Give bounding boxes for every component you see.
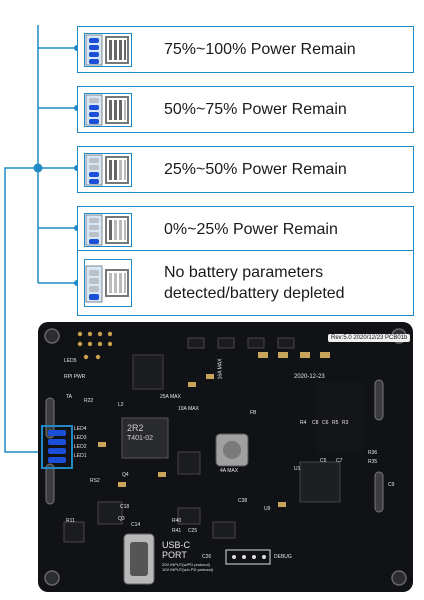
battery-3-led-icon: [84, 93, 132, 127]
usbc-fine-2: 10V INPUT(w/o PD protocol): [162, 567, 214, 572]
inductor-code: T401-02: [127, 435, 154, 442]
component-c5: C5: [320, 458, 327, 464]
component-l2: L2: [118, 402, 124, 408]
fb-label: FB: [250, 410, 257, 416]
max-10a-label: 10A MAX: [178, 406, 199, 412]
pcb-board: Rev:5.0 2020/12/23 PCB01b 2020-12-23 2R2…: [38, 322, 413, 592]
legend-text: 0%~25% Power Remain: [164, 221, 338, 238]
battery-blink-led-icon: [84, 259, 132, 307]
battery-4-led-icon: [84, 33, 132, 67]
component-r35: R35: [368, 459, 378, 465]
component-u1: U1: [294, 466, 301, 472]
legend-row-50-75: 50%~75% Power Remain: [77, 86, 414, 133]
usbc-label-line2: PORT: [162, 550, 187, 560]
legend-row-25-50: 25%~50% Power Remain: [77, 146, 414, 193]
legend-text-line2: detected/battery depleted: [164, 285, 345, 302]
legend-row-no-battery: No battery parameters detected/battery d…: [77, 250, 414, 316]
max-25a-label: 25A MAX: [160, 394, 181, 400]
component-c7: C7: [336, 458, 343, 464]
component-u9: U9: [264, 506, 271, 512]
led-label-3: LED3: [74, 435, 87, 441]
debug-label: DEBUG: [274, 554, 292, 560]
led-label-2: LED2: [74, 444, 87, 450]
board-rev-label: Rev:5.0 2020/12/23 PCB01b: [328, 334, 411, 342]
component-c38: C38: [238, 498, 248, 504]
component-q4: Q4: [122, 472, 129, 478]
battery-1-led-icon: [84, 213, 132, 247]
component-c9: C9: [388, 482, 395, 488]
component-c26: C26: [202, 554, 212, 560]
legend-text: 25%~50% Power Remain: [164, 161, 347, 178]
component-r11: R11: [66, 518, 75, 524]
led-label-1: LED1: [74, 453, 87, 459]
component-c25: C25: [188, 528, 198, 534]
component-r5: R5: [332, 420, 339, 426]
component-c18: C18: [120, 504, 130, 510]
component-rpi-pwr: RPI PWR: [64, 374, 86, 380]
component-r3: R3: [342, 420, 349, 426]
component-ta: TA: [66, 394, 73, 400]
component-c8: C8: [312, 420, 319, 426]
pcb-artwork: [41, 328, 407, 586]
component-led5: LED5: [64, 358, 77, 364]
component-r4: R4: [300, 420, 307, 426]
board-date: 2020-12-23: [294, 374, 325, 380]
legend-row-0-25: 0%~25% Power Remain: [77, 206, 414, 253]
component-r40: R40: [172, 518, 182, 524]
legend-text-line1: No battery parameters: [164, 264, 324, 281]
max-4a-label: 4A MAX: [220, 468, 239, 474]
component-r41: R41: [172, 528, 182, 534]
component-c14: C14: [131, 522, 141, 528]
component-r36: R36: [368, 450, 378, 456]
usbc-label-line1: USB-C: [162, 540, 191, 550]
legend-text: 50%~75% Power Remain: [164, 101, 347, 118]
component-r22: R22: [84, 398, 94, 404]
inductor-marking: 2R2: [127, 423, 144, 433]
usbc-fine-1: 20V INPUT(w/PD protocol): [162, 562, 210, 567]
max-16a-label: 16A MAX: [217, 358, 224, 380]
legend-text-no-battery: No battery parameters detected/battery d…: [164, 251, 407, 315]
component-q3: Q3: [118, 516, 125, 522]
led-label-4: LED4: [74, 426, 87, 432]
component-rs2: RS2: [90, 478, 100, 484]
legend-text: 75%~100% Power Remain: [164, 41, 356, 58]
component-c6: C6: [322, 420, 329, 426]
legend-row-75-100: 75%~100% Power Remain: [77, 26, 414, 73]
battery-2-led-icon: [84, 153, 132, 187]
